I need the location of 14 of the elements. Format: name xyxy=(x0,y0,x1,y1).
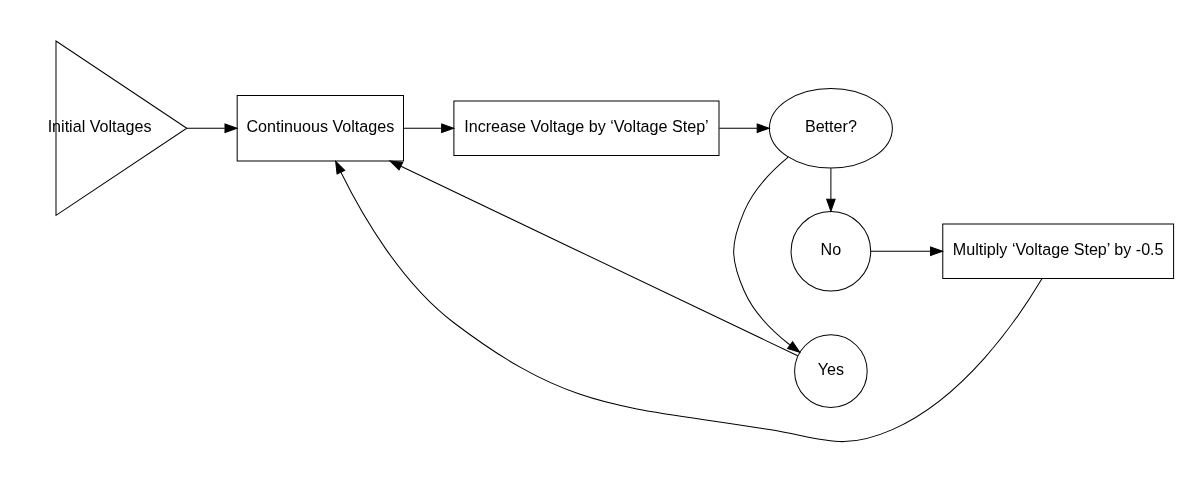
node-ellipse: Better? xyxy=(768,87,893,169)
node-circle: Yes xyxy=(794,334,868,408)
node-box: Continuous Voltages xyxy=(236,94,404,162)
arrow xyxy=(186,123,239,134)
arrow xyxy=(335,159,1043,443)
arrow xyxy=(825,167,836,213)
arrow xyxy=(403,123,456,134)
node-box: Increase Voltage by ‘Voltage Step’ xyxy=(453,100,720,156)
node-circle: No xyxy=(790,210,872,292)
arrow xyxy=(870,246,945,257)
arrow xyxy=(733,156,802,354)
node-box: Multiply ‘Voltage Step’ by -0.5 xyxy=(942,223,1175,279)
arrow xyxy=(718,123,771,134)
arrow xyxy=(388,160,799,357)
